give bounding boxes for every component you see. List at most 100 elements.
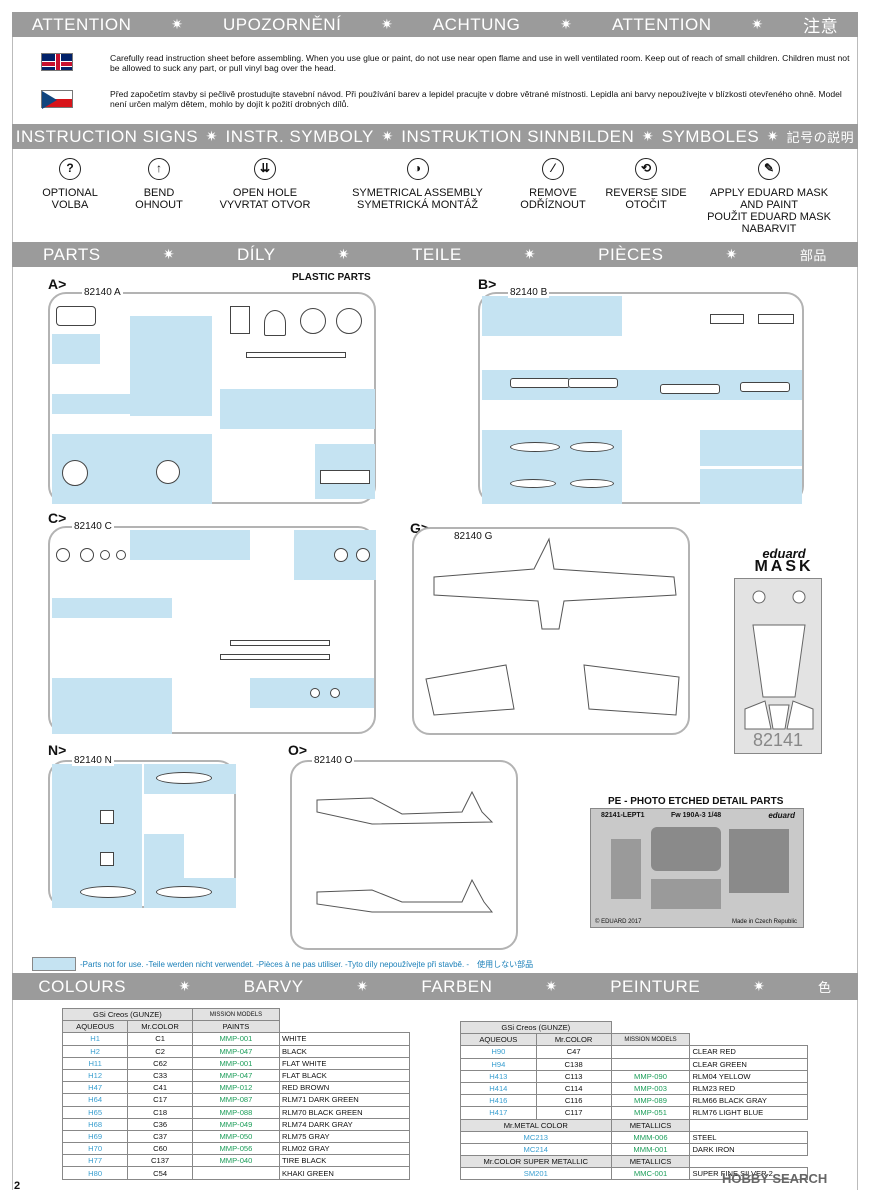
mission-code: MMP-003 bbox=[610, 1081, 691, 1096]
colour-name: BLACK bbox=[278, 1044, 411, 1058]
reverse-icon: ⟲ bbox=[635, 158, 657, 180]
colour-name: RLM75 GRAY bbox=[278, 1129, 411, 1144]
drill-icon: ⇊ bbox=[254, 158, 276, 180]
mission-code: MMC-001 bbox=[610, 1167, 691, 1181]
mission-code bbox=[610, 1057, 691, 1071]
mr-color-code: C2 bbox=[127, 1044, 193, 1058]
mr-color-code: C37 bbox=[127, 1129, 193, 1144]
sprue-b-code: 82140 B bbox=[508, 287, 550, 298]
mr-color-code: C117 bbox=[535, 1106, 612, 1120]
mask-sheet bbox=[734, 578, 822, 754]
colours-bar: COLOURS✷ BARVY✷ FARBEN✷ PEINTURE✷ 色 bbox=[12, 973, 858, 1000]
mr-color-code: C137 bbox=[127, 1154, 193, 1168]
warning-en: Carefully read instruction sheet before … bbox=[110, 53, 850, 73]
colour-name: WHITE bbox=[278, 1032, 411, 1046]
mr-color-code: C114 bbox=[535, 1081, 612, 1096]
sprue-c-letter: C> bbox=[48, 510, 67, 526]
signs-title: SYMBOLES bbox=[661, 126, 760, 146]
sprue-b-letter: B> bbox=[478, 276, 497, 292]
page-number: 2 bbox=[14, 1180, 21, 1192]
mission-code bbox=[191, 1166, 280, 1180]
aqueous-code: H64 bbox=[61, 1093, 129, 1107]
mission-code: MMM-006 bbox=[610, 1130, 691, 1144]
colours-title: FARBEN bbox=[421, 976, 493, 996]
aqueous-code: H413 bbox=[460, 1069, 537, 1083]
signs-title: INSTRUKTION SINNBILDEN bbox=[401, 126, 635, 146]
signs-title: INSTR. SYMBOLY bbox=[225, 126, 374, 146]
attention-title: ATTENTION bbox=[31, 14, 132, 34]
sprue-a-code: 82140 A bbox=[82, 287, 123, 298]
mission-code: MMM-001 bbox=[610, 1142, 691, 1157]
aqueous-code: H416 bbox=[460, 1094, 537, 1108]
aqueous-code: H90 bbox=[460, 1045, 537, 1059]
mr-color-code: C113 bbox=[535, 1069, 612, 1083]
parts-title: PARTS bbox=[43, 244, 101, 264]
aqueous-code: H65 bbox=[61, 1105, 129, 1119]
mission-code: MMP-049 bbox=[191, 1117, 280, 1131]
colour-name: RED BROWN bbox=[278, 1081, 411, 1095]
mr-color-code: C54 bbox=[127, 1166, 193, 1180]
warning-cz: Před započetím stavby si pečlivě prostud… bbox=[110, 89, 842, 109]
aqueous-code: H77 bbox=[61, 1154, 129, 1168]
metal-code: SM201 bbox=[460, 1167, 612, 1181]
mr-color-code: C41 bbox=[127, 1081, 193, 1095]
colour-name: FLAT WHITE bbox=[278, 1056, 411, 1070]
mr-color-code: C138 bbox=[535, 1057, 612, 1071]
sprue-c-code: 82140 C bbox=[72, 521, 114, 532]
aqueous-code: H68 bbox=[61, 1117, 129, 1131]
mr-color-code: C62 bbox=[127, 1056, 193, 1070]
mr-color-code: C36 bbox=[127, 1117, 193, 1131]
parts-title: 部品 bbox=[799, 248, 827, 263]
colour-name: RLM74 DARK GRAY bbox=[278, 1117, 411, 1131]
colour-name: RLM76 LIGHT BLUE bbox=[689, 1106, 808, 1120]
mask-icon: ✎ bbox=[758, 158, 780, 180]
colour-name: RLM04 YELLOW bbox=[689, 1069, 808, 1083]
mr-color-code: C47 bbox=[535, 1045, 612, 1059]
attention-title: UPOZORNĚNÍ bbox=[222, 14, 342, 34]
aqueous-code: H1 bbox=[61, 1032, 129, 1046]
aqueous-code: H80 bbox=[61, 1166, 129, 1180]
sprue-c bbox=[48, 526, 376, 734]
unused-parts-legend: -Parts not for use. -Teile werden nicht … bbox=[80, 960, 534, 969]
colour-name: RLM23 RED bbox=[689, 1081, 808, 1096]
sprue-g-code: 82140 G bbox=[452, 531, 495, 542]
mr-color-code: C17 bbox=[127, 1093, 193, 1107]
mr-color-code: C116 bbox=[535, 1094, 612, 1108]
hobby-search-watermark: HOBBY SEARCH bbox=[722, 1171, 828, 1186]
attention-title: ATTENTION bbox=[611, 14, 712, 34]
mission-code: MMP-089 bbox=[610, 1094, 691, 1108]
mission-code: MMP-087 bbox=[191, 1093, 280, 1107]
mission-code: MMP-051 bbox=[610, 1106, 691, 1120]
sprue-n bbox=[48, 760, 236, 908]
mission-code: MMP-090 bbox=[610, 1069, 691, 1083]
sprue-o-code: 82140 O bbox=[312, 755, 355, 766]
aqueous-code: H2 bbox=[61, 1044, 129, 1058]
signs-bar: INSTRUCTION SIGNS✷ INSTR. SYMBOLY✷ INSTR… bbox=[12, 124, 858, 149]
aqueous-code: H11 bbox=[61, 1056, 129, 1070]
parts-title: PIÈCES bbox=[598, 244, 664, 264]
attention-bar: ATTENTION✷ UPOZORNĚNÍ✷ ACHTUNG✷ ATTENTIO… bbox=[12, 12, 858, 37]
wings-drawing bbox=[425, 537, 680, 716]
colour-name: STEEL bbox=[689, 1130, 808, 1144]
sprue-n-code: 82140 N bbox=[72, 755, 114, 766]
question-icon: ? bbox=[59, 158, 81, 180]
colours-title: PEINTURE bbox=[610, 976, 701, 996]
